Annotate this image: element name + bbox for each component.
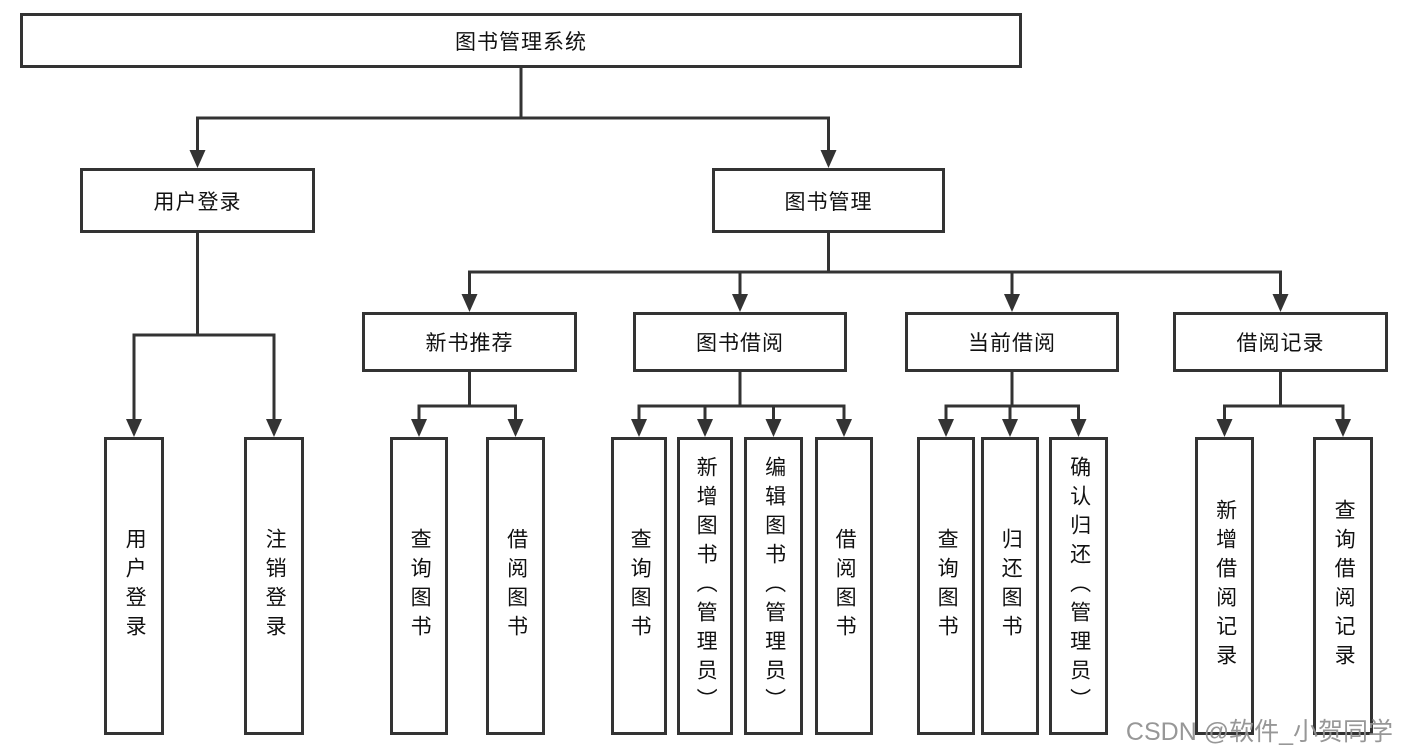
leaf-confirm-return-admin: 确认归还（管理员） (1049, 437, 1108, 735)
leaf-logout-label: 注销登录 (263, 528, 287, 644)
arrowhead (189, 150, 206, 168)
leaf-add-book-admin: 新增图书（管理员） (677, 437, 733, 735)
node-book-management-label: 图书管理 (784, 190, 873, 214)
leaf-return-book: 归还图书 (981, 437, 1039, 735)
arrowhead (266, 419, 282, 437)
arrowhead (507, 419, 524, 437)
arrowhead (126, 419, 142, 437)
node-current-borrow-label: 当前借阅 (968, 332, 1056, 355)
node-new-book-recommend-label: 新书推荐 (425, 332, 514, 355)
arrowhead (836, 419, 852, 437)
arrowhead (1004, 294, 1020, 312)
arrowhead (1272, 294, 1289, 312)
edges-book-borrow-children (631, 370, 852, 437)
edges-book-management-to-level3 (461, 231, 1289, 312)
arrowhead (1070, 419, 1087, 437)
leaf-edit-book-admin-label: 编辑图书（管理员） (762, 455, 786, 717)
leaf-return-book-label: 归还图书 (999, 528, 1023, 644)
leaf-user-login: 用户登录 (104, 437, 164, 735)
arrowhead (732, 294, 748, 312)
leaf-query-books-borrow-label: 查询图书 (628, 528, 652, 644)
leaf-add-borrow-record-label: 新增借阅记录 (1213, 499, 1237, 673)
edges-current-borrow-children (938, 370, 1087, 437)
leaf-query-books-borrow: 查询图书 (611, 437, 667, 735)
leaf-query-books-recommend: 查询图书 (390, 437, 448, 735)
arrowhead (765, 419, 782, 437)
leaf-logout: 注销登录 (244, 437, 304, 735)
leaf-add-borrow-record: 新增借阅记录 (1195, 437, 1254, 735)
arrowhead (697, 419, 713, 437)
node-user-login: 用户登录 (80, 168, 315, 233)
arrowhead (820, 150, 837, 168)
node-root-label: 图书管理系统 (455, 30, 587, 54)
leaf-query-borrow-record-label: 查询借阅记录 (1332, 499, 1356, 673)
arrowhead (938, 419, 954, 437)
node-new-book-recommend: 新书推荐 (362, 312, 577, 372)
arrowhead (1216, 419, 1233, 437)
node-current-borrow: 当前借阅 (905, 312, 1119, 372)
leaf-edit-book-admin: 编辑图书（管理员） (744, 437, 803, 735)
leaf-confirm-return-admin-label: 确认归还（管理员） (1067, 455, 1091, 717)
node-book-borrow-label: 图书借阅 (696, 332, 784, 355)
leaf-query-borrow-record: 查询借阅记录 (1313, 437, 1373, 735)
arrowhead (461, 294, 478, 312)
edges-new-book-recommend-children (411, 370, 524, 437)
node-root: 图书管理系统 (20, 13, 1022, 68)
arrowhead (1335, 419, 1351, 437)
leaf-borrow-books-recommend-label: 借阅图书 (504, 528, 528, 644)
node-book-management: 图书管理 (712, 168, 945, 233)
node-borrow-records: 借阅记录 (1173, 312, 1388, 372)
arrowhead (411, 419, 427, 437)
edges-root-to-level2 (189, 66, 837, 168)
arrowhead (631, 419, 647, 437)
leaf-add-book-admin-label: 新增图书（管理员） (694, 455, 718, 717)
leaf-borrow-books: 借阅图书 (815, 437, 873, 735)
node-book-borrow: 图书借阅 (633, 312, 847, 372)
node-borrow-records-label: 借阅记录 (1236, 332, 1325, 355)
csdn-watermark: CSDN @软件_小贺同学 (1125, 718, 1393, 746)
edges-user-login-children (126, 231, 282, 437)
leaf-borrow-books-label: 借阅图书 (833, 528, 857, 644)
leaf-user-login-label: 用户登录 (123, 528, 147, 644)
leaf-borrow-books-recommend: 借阅图书 (486, 437, 545, 735)
arrowhead (1002, 419, 1018, 437)
leaf-query-books-current-label: 查询图书 (935, 528, 959, 644)
edges-borrow-records-children (1216, 370, 1351, 437)
leaf-query-books-recommend-label: 查询图书 (408, 528, 432, 644)
node-user-login-label: 用户登录 (153, 190, 242, 214)
leaf-query-books-current: 查询图书 (917, 437, 975, 735)
